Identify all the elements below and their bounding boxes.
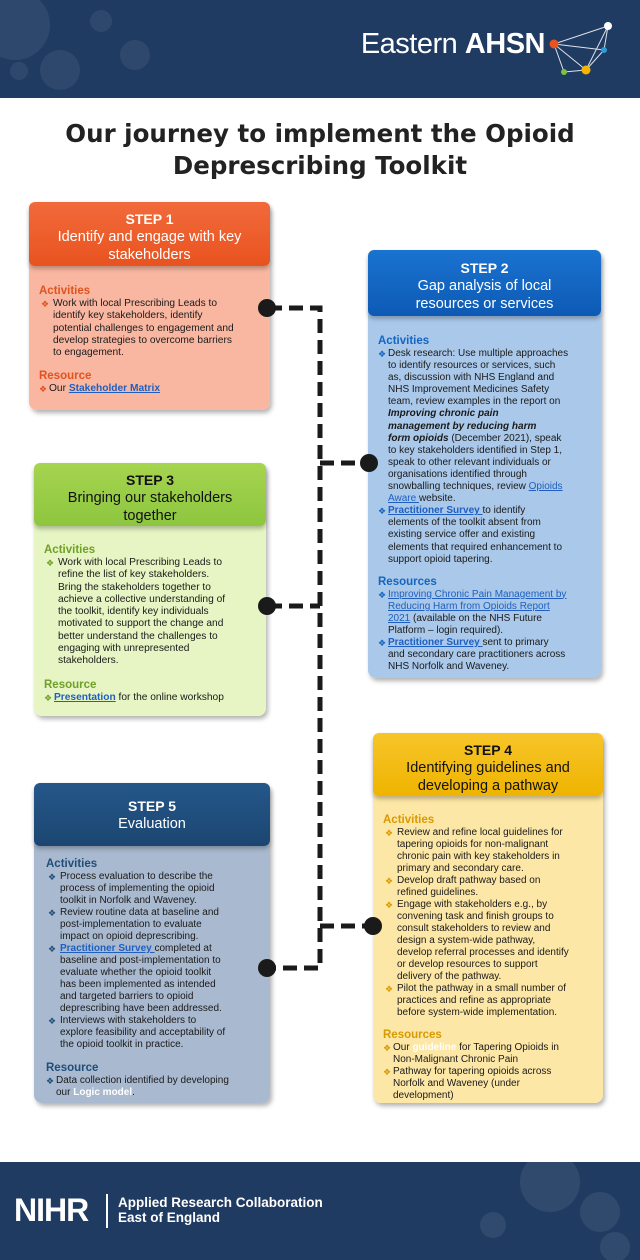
step4-card: Activities ❖ Review and refine local gui… <box>373 733 603 1103</box>
step5-title: Evaluation <box>118 816 186 832</box>
step1-resource-heading: Resource <box>39 370 92 383</box>
step2-card: Activities ❖ Desk research: Use multiple… <box>368 250 601 678</box>
step5-activities-heading: Activities <box>46 858 98 870</box>
practitioner-survey-link-2[interactable]: Practitioner Survey <box>388 637 483 649</box>
step1-activities-heading: Activities <box>39 285 91 297</box>
step4-activity-item: ❖ Review and refine local guidelines for… <box>385 827 563 874</box>
arc-name: Applied Research Collaboration East of E… <box>118 1195 323 1225</box>
practitioner-survey-link-3[interactable]: Practitioner Survey <box>60 943 155 954</box>
nihr-logo: NIHR <box>14 1192 89 1228</box>
footer-banner: NIHR Applied Research Collaboration East… <box>0 1162 640 1260</box>
decor-bubble <box>90 10 112 32</box>
step3-resource-item: ❖ Presentation for the online workshop <box>44 691 224 703</box>
step5-resource-item: ❖ Data collection identified by developi… <box>46 1075 229 1098</box>
step2-activity-item: ❖ Desk research: Use multiple approaches… <box>378 348 569 505</box>
guideline-link[interactable]: guideline <box>412 1042 460 1053</box>
step4-activity-item: ❖ Pilot the pathway in a small number of… <box>385 983 566 1018</box>
decor-bubble <box>40 50 80 90</box>
decor-bubble <box>120 40 150 70</box>
step1-number: STEP 1 <box>125 211 174 227</box>
stakeholder-matrix-link[interactable]: Stakeholder Matrix <box>68 383 160 395</box>
step2-resources-heading: Resources <box>378 575 437 588</box>
step4-resource-item: ❖ Our guideline for Tapering Opioids in … <box>383 1042 559 1065</box>
network-logo-icon <box>549 22 612 75</box>
step4-number: STEP 4 <box>464 742 512 758</box>
step3-card: Activities ❖ Work with local Prescribing… <box>34 463 266 716</box>
logic-model-link[interactable]: Logic model <box>73 1087 133 1098</box>
step5-number: STEP 5 <box>128 798 176 814</box>
step1-resource-item: ❖ Our Stakeholder Matrix <box>39 383 160 395</box>
decor-bubble <box>520 1162 580 1212</box>
step4-resources-heading: Resources <box>383 1029 442 1041</box>
chronic-pain-report-link[interactable]: Improving Chronic Pain Management by <box>388 588 567 600</box>
decor-bubble <box>480 1212 506 1238</box>
step3-number: STEP 3 <box>126 472 174 488</box>
footer-divider <box>106 1194 108 1228</box>
step5-resource-heading: Resource <box>46 1062 99 1074</box>
decor-bubble <box>600 1232 630 1260</box>
step2-number: STEP 2 <box>460 260 509 276</box>
practitioner-survey-link[interactable]: Practitioner Survey <box>388 505 483 517</box>
step5-card: Activities ❖ Process evaluation to descr… <box>34 783 270 1103</box>
step2-resource-item: ❖ Improving Chronic Pain Management by R… <box>378 588 567 636</box>
step2-resource-item: ❖ Practitioner Survey sent to primary an… <box>378 637 566 673</box>
presentation-link[interactable]: Presentation <box>54 691 116 703</box>
page-title: Our journey to implement the Opioid Depr… <box>65 119 575 180</box>
eastern-ahsn-logo-text: Eastern AHSN <box>360 28 546 60</box>
opioids-aware-link[interactable]: Opioids <box>528 481 563 493</box>
step5-header: STEP 5 Evaluation <box>34 783 270 846</box>
step2-activities-heading: Activities <box>378 335 430 347</box>
step3-activities-heading: Activities <box>44 544 96 556</box>
decor-bubble <box>10 62 28 80</box>
step4-activities-heading: Activities <box>383 814 435 826</box>
chronic-pain-report-link-cont[interactable]: Reducing Harm from Opioids Report <box>388 600 550 612</box>
step2-activity-item: ❖ Practitioner Survey to identify elemen… <box>378 505 562 565</box>
chronic-pain-report-link-year[interactable]: 2021 <box>388 612 411 624</box>
decor-bubble <box>580 1192 620 1232</box>
decor-bubble <box>0 0 50 60</box>
opioids-aware-link-cont[interactable]: Aware <box>388 493 419 505</box>
step1-card: Activities ❖ Work with local Prescribing… <box>29 202 270 410</box>
step2-body: Activities ❖ Desk research: Use multiple… <box>368 250 601 678</box>
step5-activity-item: ❖ Practitioner Survey completed at basel… <box>48 943 222 1014</box>
step3-resource-heading: Resource <box>44 678 97 691</box>
header-banner: Eastern AHSN <box>0 0 640 98</box>
